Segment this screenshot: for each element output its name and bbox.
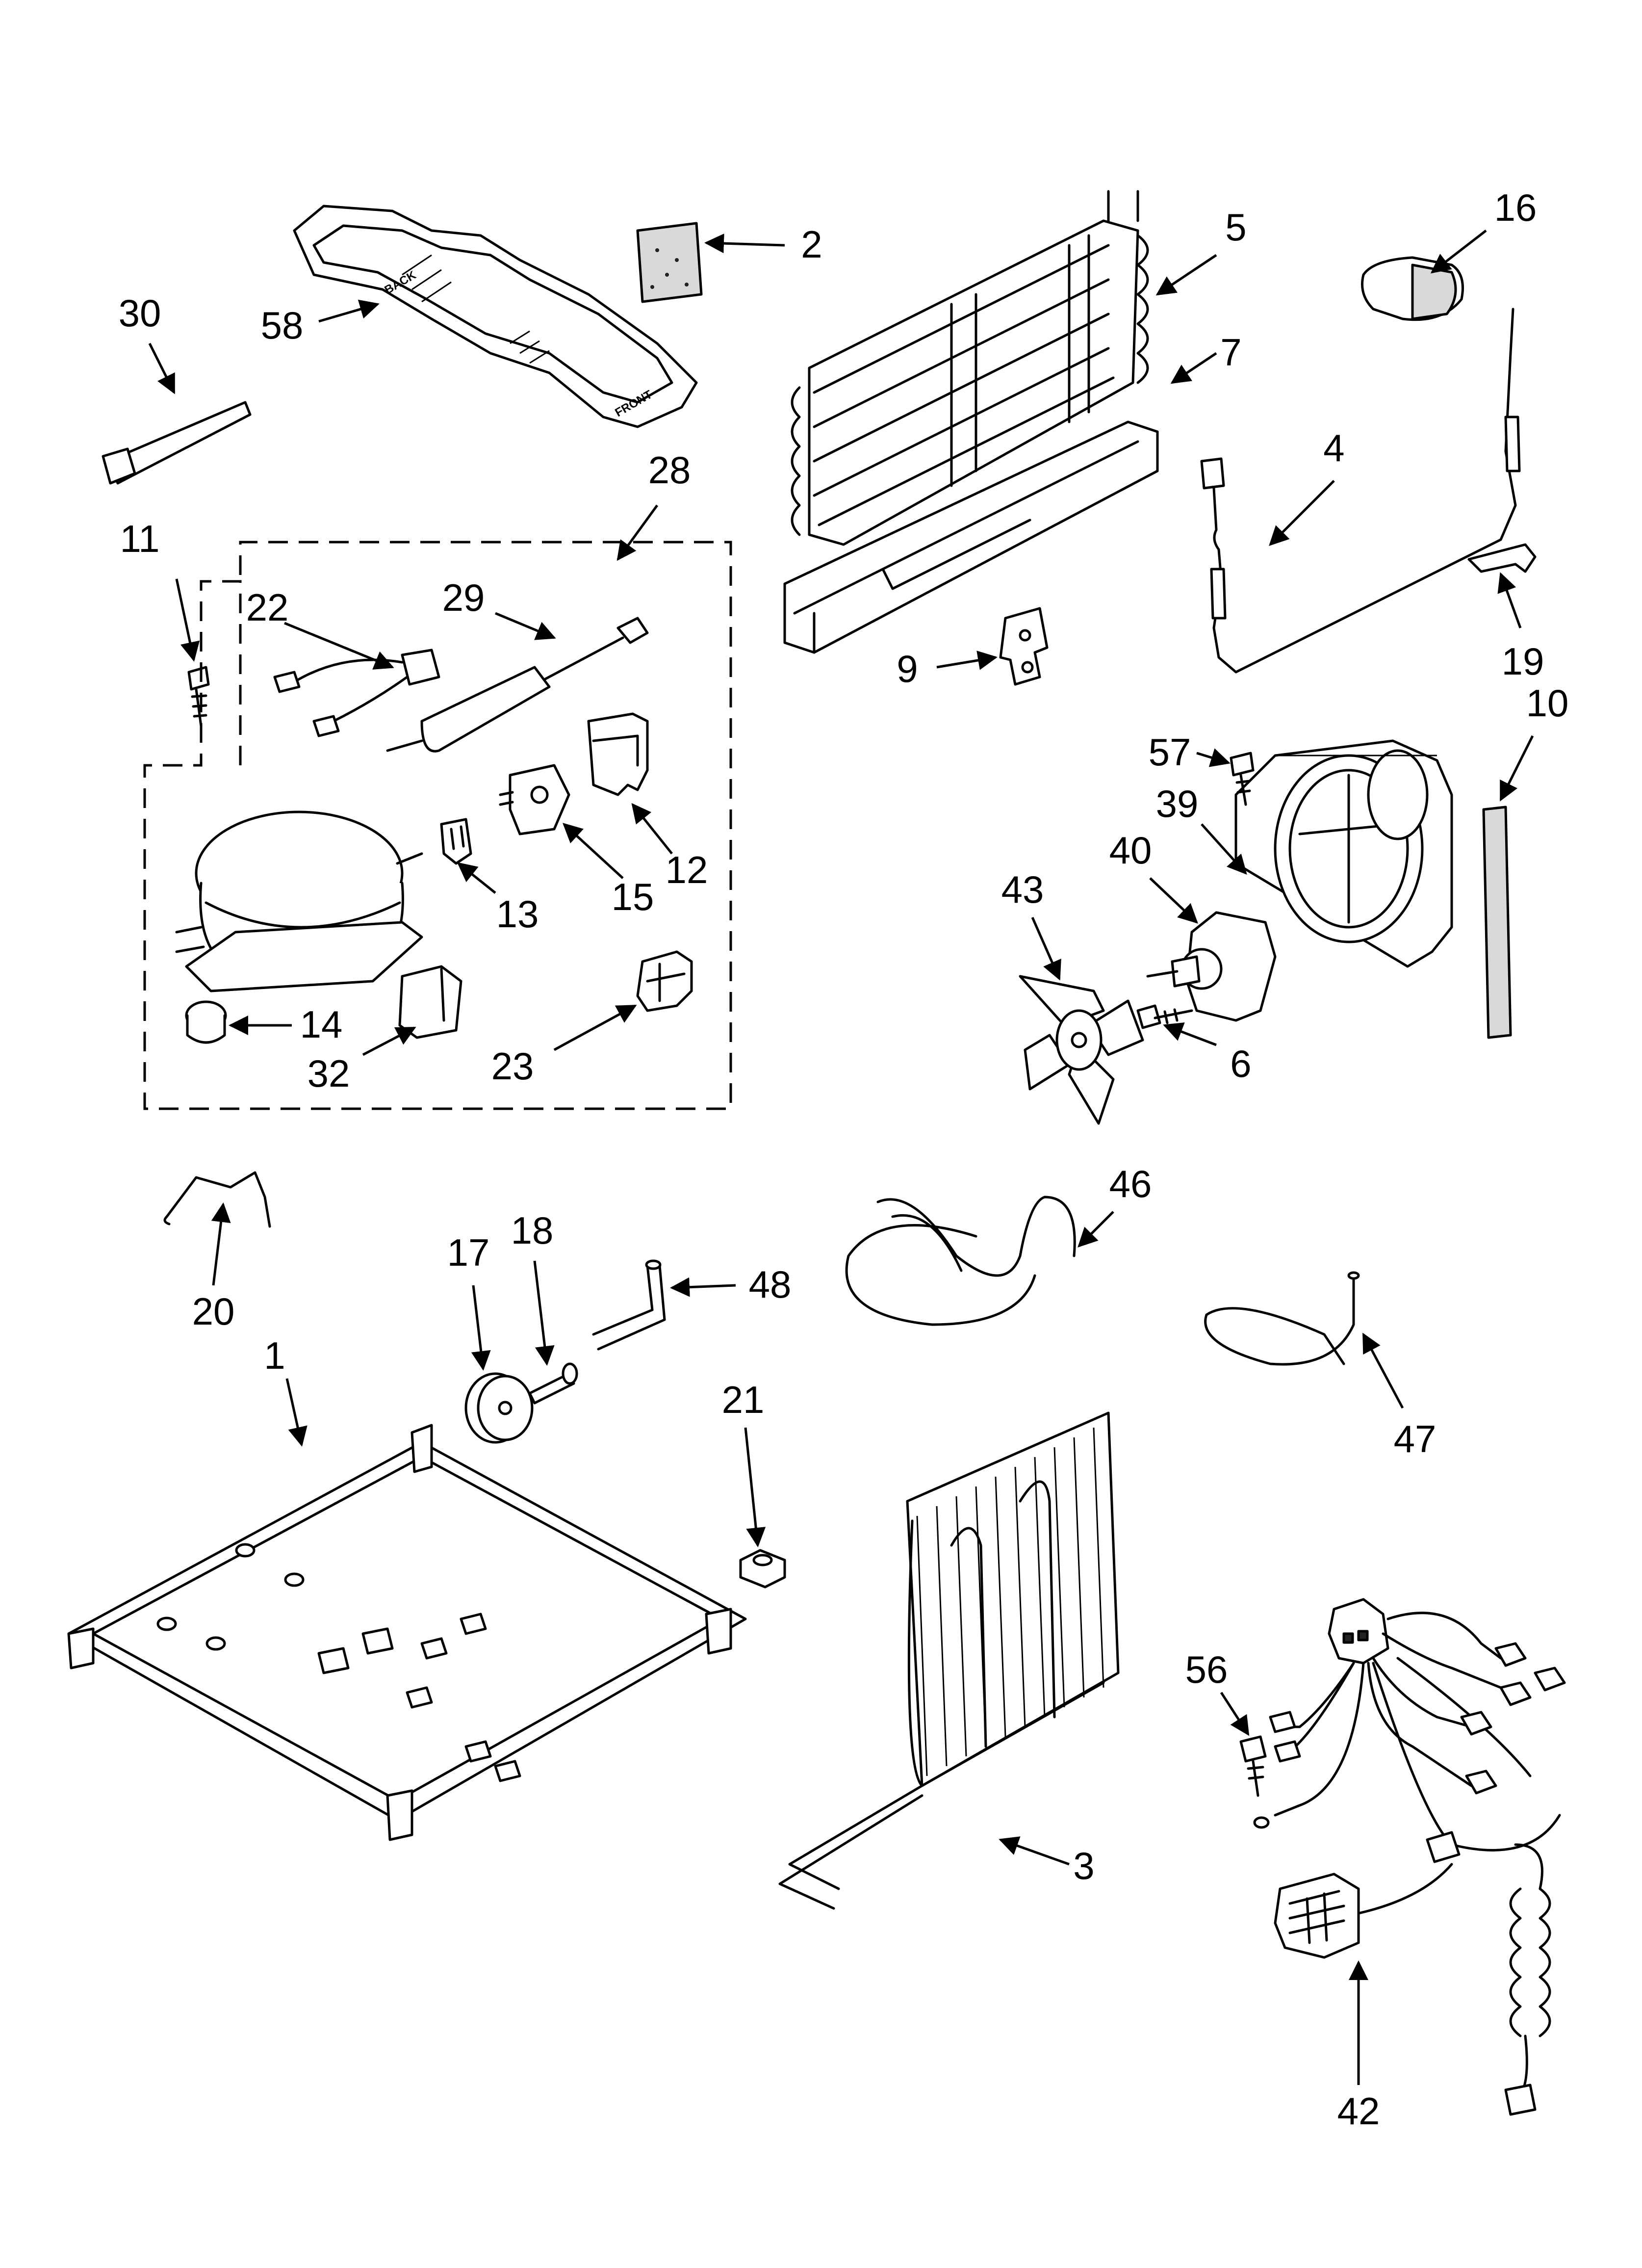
callout-58: 58 xyxy=(261,304,304,347)
callout-2: 2 xyxy=(801,223,822,266)
callout-57: 57 xyxy=(1149,730,1191,774)
part-2-pad xyxy=(636,222,703,303)
callout-5: 5 xyxy=(1225,206,1246,249)
part-16-cap xyxy=(1361,256,1464,321)
part-28-kit-outline xyxy=(143,541,732,1110)
part-30-cable-tie xyxy=(102,401,252,485)
part-9-clip xyxy=(999,607,1049,686)
callout-56: 56 xyxy=(1185,1648,1228,1691)
callout-11: 11 xyxy=(120,517,160,560)
part-47-coiled-tube xyxy=(1204,1271,1360,1366)
callout-3: 3 xyxy=(1073,1844,1094,1887)
callout-23: 23 xyxy=(491,1044,534,1088)
part-20-wire-clip xyxy=(163,1171,271,1228)
part-43-fan-blade xyxy=(1019,975,1144,1125)
part-18-axle-pin xyxy=(528,1362,578,1405)
part-42-wire-harness xyxy=(1269,1598,1566,2116)
part-3-condenser xyxy=(778,1411,1120,1910)
callout-17: 17 xyxy=(447,1231,490,1274)
callout-39: 39 xyxy=(1156,782,1199,825)
callout-47: 47 xyxy=(1394,1417,1437,1460)
part-22-wire-lead xyxy=(273,649,440,737)
leader-lines xyxy=(148,230,1534,2085)
callout-labels: 30 58 2 5 16 7 4 28 11 22 29 9 19 10 57 … xyxy=(119,186,1569,2133)
part-57-screw xyxy=(1230,752,1255,806)
callout-42: 42 xyxy=(1337,2089,1380,2133)
callout-40: 40 xyxy=(1109,829,1152,872)
part-32-capacitor xyxy=(398,965,462,1039)
callout-28: 28 xyxy=(648,448,691,492)
part-11-screw xyxy=(187,666,210,728)
part-7-trough xyxy=(783,420,1159,654)
part-40-fan-motor xyxy=(1146,911,1277,1022)
part-56-screw xyxy=(1239,1735,1270,1829)
callout-32: 32 xyxy=(308,1052,350,1095)
callout-22: 22 xyxy=(246,586,289,629)
callout-18: 18 xyxy=(511,1209,554,1252)
callout-16: 16 xyxy=(1494,186,1537,229)
callout-29: 29 xyxy=(442,576,485,619)
callout-12: 12 xyxy=(666,848,708,891)
callout-4: 4 xyxy=(1323,426,1344,469)
part-4-sensor-harness xyxy=(1200,308,1521,674)
callout-30: 30 xyxy=(119,291,161,335)
callout-14: 14 xyxy=(300,1003,343,1046)
part-14-grommet xyxy=(185,1000,227,1044)
callout-21: 21 xyxy=(722,1378,765,1421)
part-6-screw xyxy=(1136,1004,1193,1029)
part-1-base-frame xyxy=(67,1424,747,1841)
callout-6: 6 xyxy=(1230,1042,1251,1085)
part-19-clip xyxy=(1467,543,1537,573)
part-58-drain-tray: FRONT BACK xyxy=(293,205,698,428)
callout-43: 43 xyxy=(1001,868,1044,911)
part-13-terminal-clip xyxy=(440,818,472,865)
part-46-loop-tube xyxy=(845,1196,1076,1326)
part-5-evaporator xyxy=(791,190,1149,546)
callout-10: 10 xyxy=(1526,681,1569,725)
part-23-relay xyxy=(636,950,693,1012)
callout-9: 9 xyxy=(897,647,918,690)
callout-20: 20 xyxy=(192,1290,235,1333)
callout-19: 19 xyxy=(1502,640,1544,683)
callout-46: 46 xyxy=(1109,1162,1152,1205)
callout-13: 13 xyxy=(496,892,539,936)
part-39-fan-shroud xyxy=(1234,739,1453,968)
callout-48: 48 xyxy=(749,1263,792,1306)
part-21-nut xyxy=(739,1549,786,1589)
callout-15: 15 xyxy=(612,875,654,918)
part-29-drier xyxy=(386,617,649,753)
part-15-overload xyxy=(499,764,570,835)
compressor xyxy=(175,810,423,992)
callout-7: 7 xyxy=(1220,331,1241,374)
part-12-relay-cover xyxy=(587,712,649,796)
part-17-wheel xyxy=(464,1372,534,1444)
part-48-tube xyxy=(592,1259,666,1351)
callout-1: 1 xyxy=(264,1334,285,1377)
part-10-strip xyxy=(1482,806,1512,1039)
